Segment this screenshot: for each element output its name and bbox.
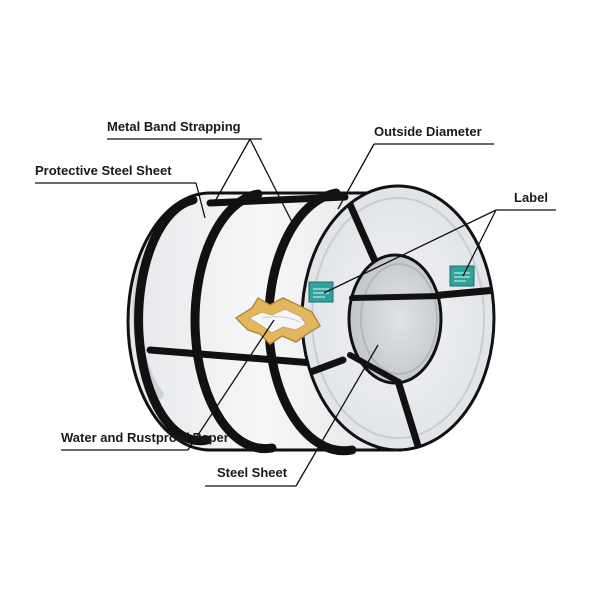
coil-face xyxy=(300,184,496,452)
rustproof-paper-tear xyxy=(234,296,322,345)
label-metal-band-strapping: Metal Band Strapping xyxy=(107,119,241,134)
label-steel-sheet: Steel Sheet xyxy=(217,465,288,480)
leader-metal-band xyxy=(107,138,294,225)
strap-long-top xyxy=(206,193,349,207)
face-strap-top xyxy=(341,189,382,272)
label-protective-steel-sheet: Protective Steel Sheet xyxy=(35,163,172,178)
label-tag-left xyxy=(308,281,334,303)
label-tag-right xyxy=(449,265,475,287)
strap-1 xyxy=(134,195,212,446)
face-strap-bottom xyxy=(394,377,422,450)
coil-bore-shadow xyxy=(360,263,438,375)
leader-label xyxy=(323,209,556,294)
label-outside-diameter: Outside Diameter xyxy=(374,124,482,139)
leader-outside-diameter xyxy=(337,143,494,210)
leader-water-paper xyxy=(61,319,275,451)
leader-steel-sheet xyxy=(205,344,379,487)
label-tags xyxy=(308,265,475,303)
leader-protective-sheet xyxy=(35,182,206,219)
label-water-rustproof-paper: Water and Rustproof Paper xyxy=(61,430,229,445)
label-label: Label xyxy=(514,190,548,205)
leader-lines xyxy=(35,138,556,487)
strap-2 xyxy=(190,189,277,454)
